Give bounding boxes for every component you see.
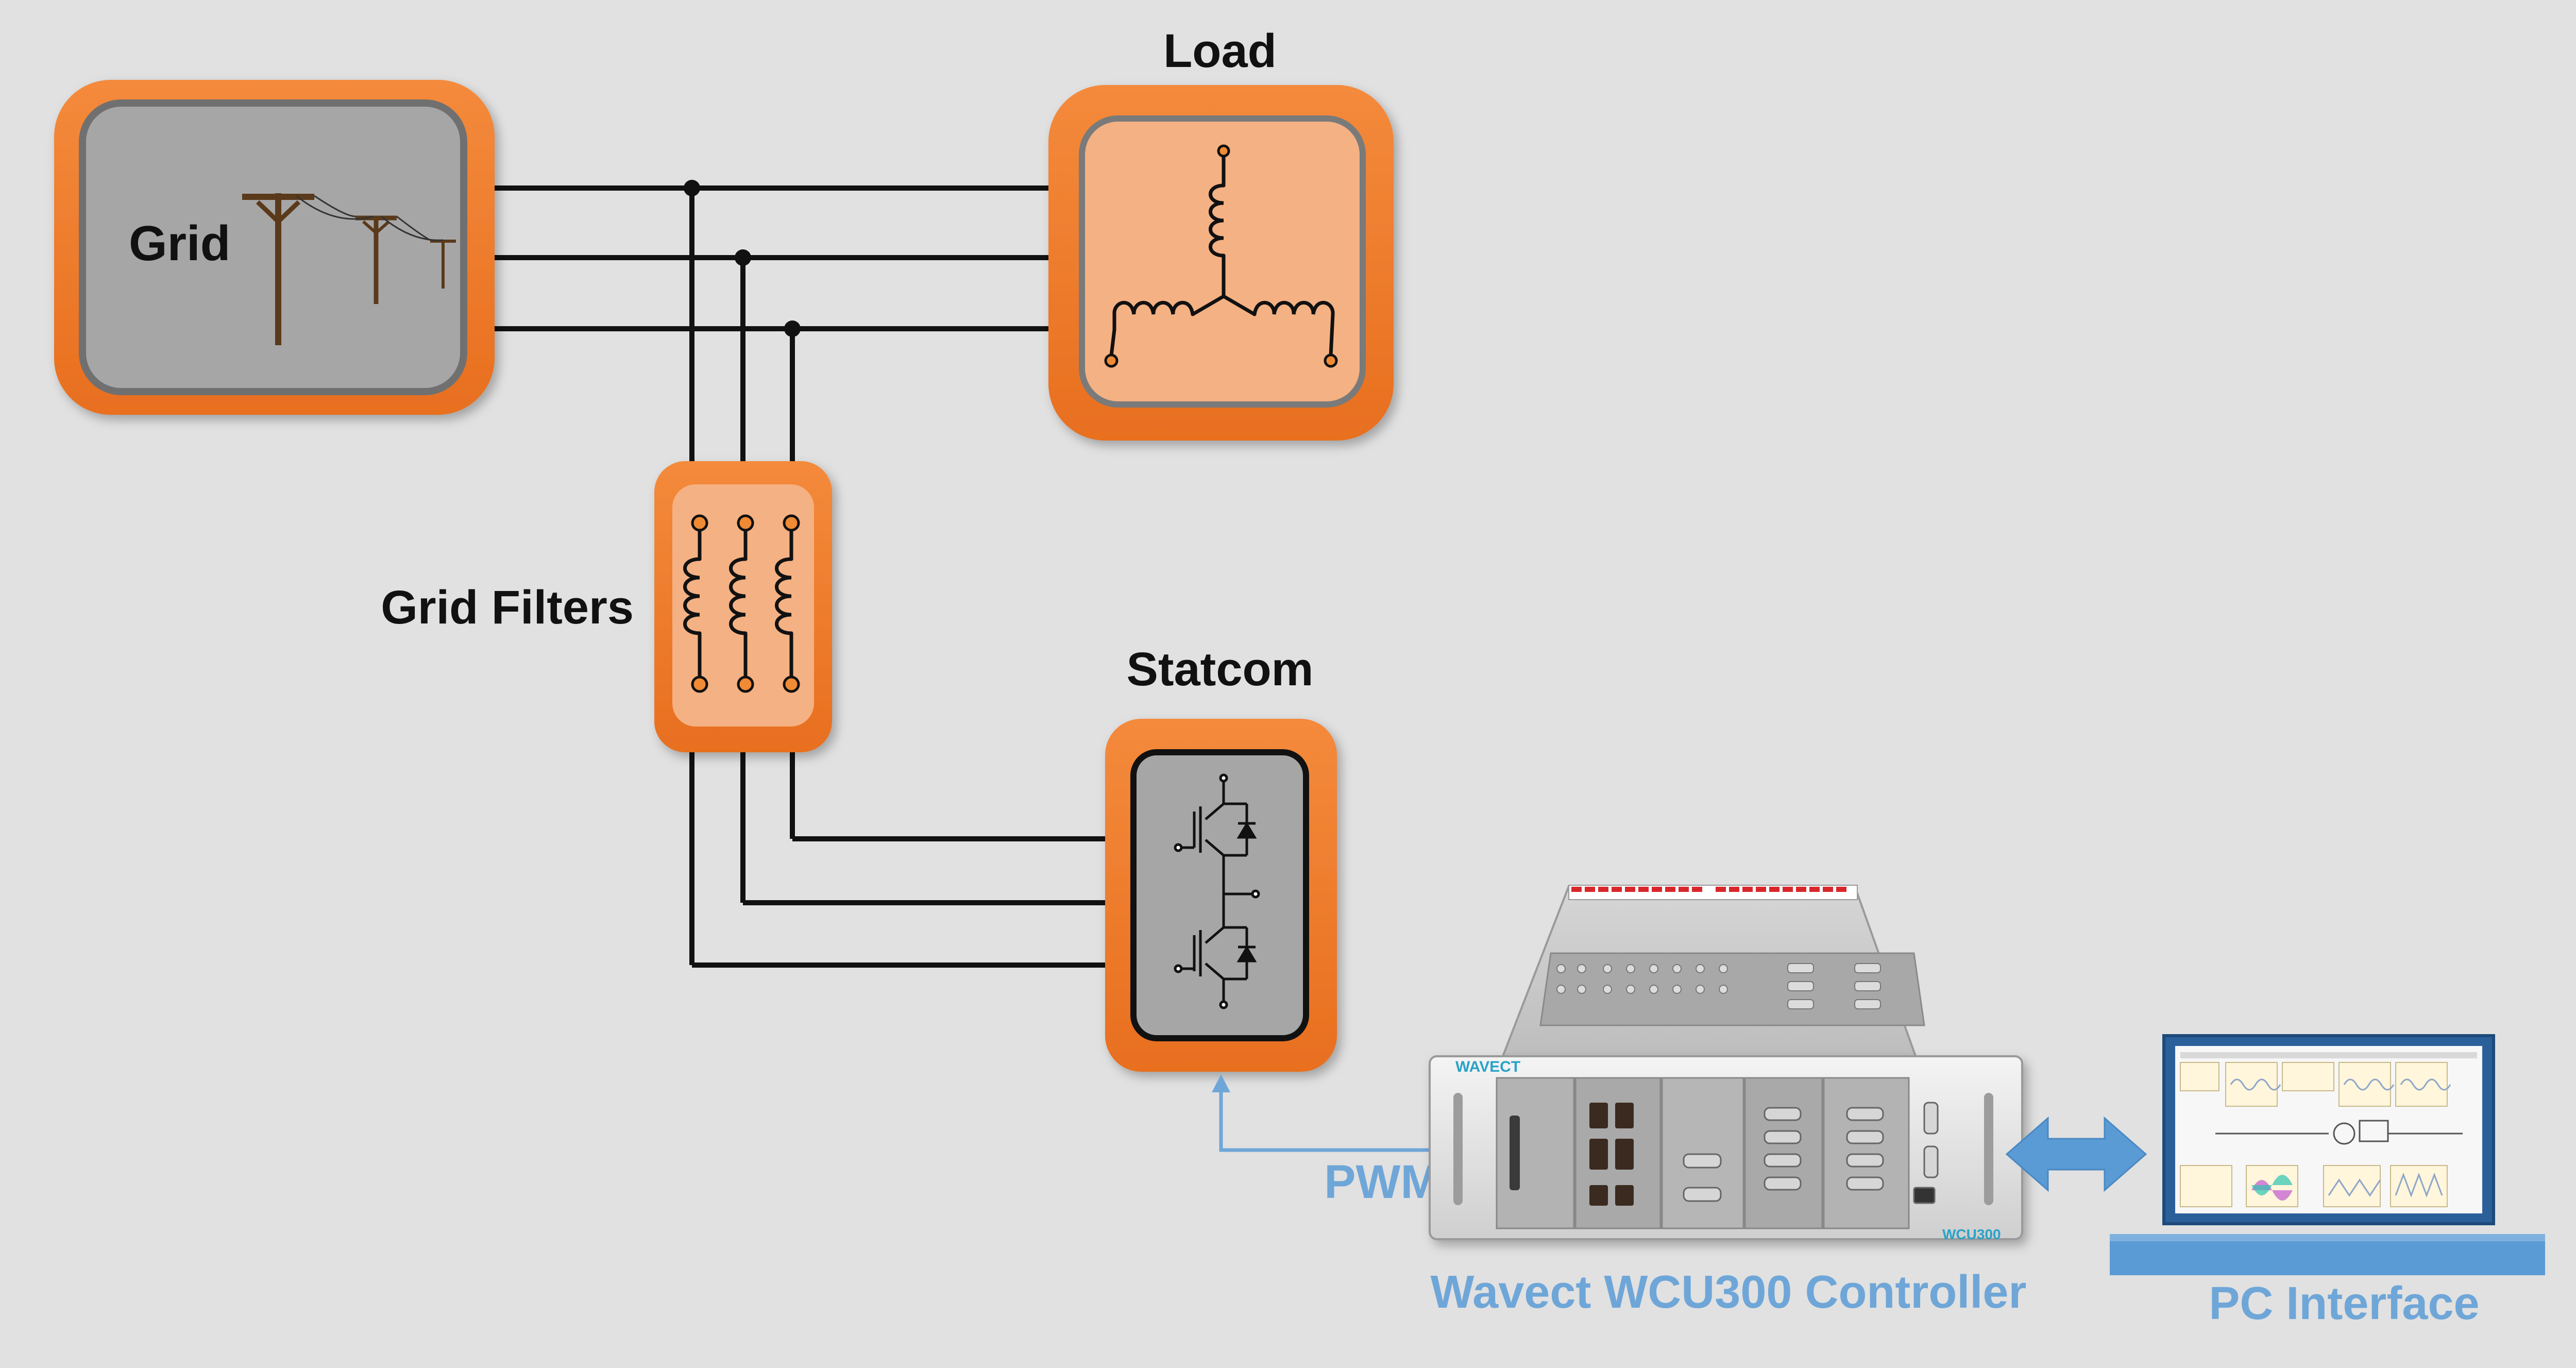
wye-load-coil-icon (1104, 144, 1338, 368)
grid-block: Grid (54, 80, 495, 415)
controller-label: Wavect WCU300 Controller (1431, 1266, 2027, 1318)
grid-label: Grid (129, 216, 230, 271)
terminal-blocks (1589, 1103, 1634, 1206)
junction-dot (784, 320, 801, 337)
terminal-strip (1571, 887, 1846, 892)
pwm-signal: PWM (1212, 1074, 1443, 1208)
double-arrow-icon (2005, 1116, 2147, 1192)
bnc-connectors (1556, 963, 1881, 1009)
junction-dot (684, 180, 700, 196)
power-wires (492, 180, 1108, 968)
dsub-connectors (1683, 1102, 1939, 1204)
grid-filters-block: Grid Filters (381, 461, 832, 752)
card-slots (1496, 1077, 1910, 1229)
junction-dot (735, 249, 751, 266)
monitor-icon: PC Interface (2110, 1034, 2545, 1329)
filter-inductor-icon (683, 514, 800, 693)
pwm-label: PWM (1324, 1156, 1440, 1208)
pc-interface-label: PC Interface (2209, 1278, 2479, 1329)
statcom-block: Statcom (1105, 643, 1337, 1072)
brand-logo: WAVECT (1455, 1058, 1520, 1075)
grid-filters-label: Grid Filters (381, 581, 634, 634)
power-pole-icon (242, 193, 456, 345)
controller-rack-icon: WAVECT WCU300 Wavect WCU300 Co (1429, 885, 2027, 1318)
pwm-arrowhead (1212, 1074, 1230, 1092)
load-label: Load (1163, 25, 1277, 77)
igbt-half-bridge-icon (1174, 773, 1260, 1009)
model-logo: WCU300 (1942, 1226, 2001, 1242)
statcom-label: Statcom (1127, 643, 1314, 696)
load-block: Load (1048, 25, 1394, 441)
